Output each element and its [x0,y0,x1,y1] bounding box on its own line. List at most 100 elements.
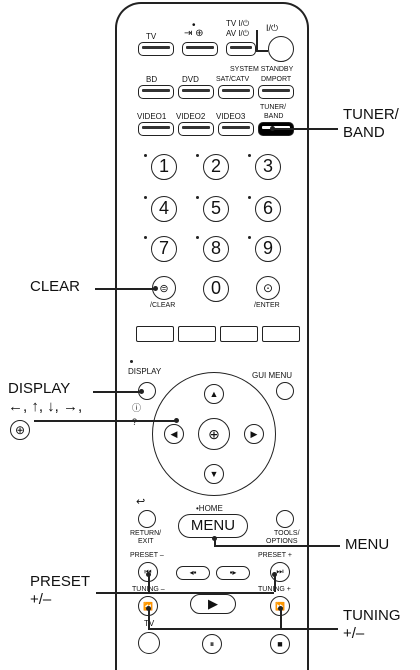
dmport-button[interactable] [258,85,294,99]
numpad-key-9[interactable]: 9 [255,236,281,262]
enter-icon: ⊙ [262,281,274,295]
pause-icon: ⏸ [209,638,215,649]
play-button[interactable]: ▶ [190,594,236,614]
forward-step-button[interactable]: ▪▸ [216,566,250,580]
tools-label-line1: TOOLS/ [274,530,300,537]
tv-button-label: TV [146,32,157,41]
video2-label: VIDEO2 [176,112,206,121]
skip-forward-icon: ⏭ [276,567,284,576]
clear-icon: ⊜ [159,282,169,295]
power-label: I/⏻ [266,23,279,33]
left-button[interactable]: ◀ [164,424,184,444]
return-icon: ↩ [136,496,146,508]
numpad-key-2[interactable]: 2 [203,154,229,180]
callout-line-clear [95,288,155,290]
callout-preset-line1: PRESET [30,573,91,590]
av-power-label: AV I/⏻ [226,29,250,38]
callout-display: DISPLAY [8,380,71,397]
rewind-step-button[interactable]: ◂▪ [176,566,210,580]
help-icon: ? [132,417,138,427]
return-button[interactable] [138,510,156,528]
video1-button[interactable] [138,122,174,136]
left-arrow-icon: ◀ [170,428,178,439]
enter-label: /ENTER [254,302,280,309]
tv-mode-button[interactable] [138,632,160,654]
down-arrow-icon: ▼ [209,469,219,479]
numpad-key-0[interactable]: 0 [203,276,229,302]
blue-color-button[interactable] [262,326,300,342]
up-arrow-icon: ▲ [209,389,219,399]
callout-tuner-band-line2: BAND [343,124,385,141]
callout-line-arrows [34,420,176,422]
enter-center-button[interactable]: ⊕ [198,418,230,450]
video3-button[interactable] [218,122,254,136]
down-button[interactable]: ▼ [204,464,224,484]
callout-line-preset [96,592,274,594]
tools-label-line2: OPTIONS [266,538,298,545]
callout-tuner-band-line1: TUNER/ [343,106,399,123]
bd-label: BD [146,75,158,84]
callout-tuning-line2: +/– [343,625,365,642]
preset-minus-label: PRESET – [130,552,164,559]
callout-preset-line2: +/– [30,591,52,608]
callout-line-menu [214,545,340,547]
numpad-key-6[interactable]: 6 [255,196,281,222]
gui-menu-button[interactable] [276,382,294,400]
numpad-key-3[interactable]: 3 [255,154,281,180]
red-color-button[interactable] [136,326,174,342]
dvd-button[interactable] [178,85,214,99]
numpad-key-5[interactable]: 5 [203,196,229,222]
sat-catv-label: SAT/CATV [216,76,250,83]
stop-button[interactable]: ■ [270,634,290,654]
step-back-icon: ◂▪ [189,568,197,577]
right-arrow-icon: ▶ [250,428,258,439]
tv-av-power-button[interactable] [226,42,256,56]
enter-button[interactable]: ⊙ [256,276,280,300]
callout-line-tuning [148,628,338,630]
home-label: •HOME [196,504,223,513]
tv-power-label: TV I/⏻ [226,19,250,28]
callout-enter-icon: ⊕ [10,420,30,440]
tuner-band-label-top: TUNER/ [260,104,287,111]
numpad-key-8[interactable]: 8 [203,236,229,262]
stop-icon: ■ [277,639,283,649]
preset-plus-label: PRESET + [258,552,292,559]
play-icon: ▶ [208,596,218,611]
callout-menu: MENU [345,536,390,553]
enter-center-icon: ⊕ [208,425,220,442]
sat-catv-button[interactable] [218,85,254,99]
callout-line-tuner-band [272,128,338,130]
dmport-label: DMPORT [261,76,292,83]
pause-button[interactable]: ⏸ [202,634,222,654]
video1-label: VIDEO1 [137,112,167,121]
input-select-icon: •⇥ ⊕ [184,20,204,39]
menu-button[interactable]: MENU [178,514,248,538]
numpad-key-7[interactable]: 7 [151,236,177,262]
step-forward-icon: ▪▸ [229,568,237,577]
display-label: DISPLAY [128,367,162,376]
video2-button[interactable] [178,122,214,136]
tools-button[interactable] [276,510,294,528]
right-button[interactable]: ▶ [244,424,264,444]
green-color-button[interactable] [178,326,216,342]
tv-button[interactable] [138,42,174,56]
clear-label: /CLEAR [150,302,176,309]
gui-menu-label: GUI MENU [252,371,292,380]
video3-label: VIDEO3 [216,112,246,121]
system-standby-label: SYSTEM STANDBY [230,66,294,73]
numpad-key-1[interactable]: 1 [151,154,177,180]
input-select-button[interactable] [182,42,218,56]
up-button[interactable]: ▲ [204,384,224,404]
callout-tuning-line1: TUNING [343,607,401,624]
callout-arrows: ←, ↑, ↓, →, [8,398,83,415]
numpad-key-4[interactable]: 4 [151,196,177,222]
return-label-line1: RETURN/ [130,530,162,537]
skip-back-icon: ⏮ [144,567,151,577]
power-button[interactable] [268,36,294,62]
return-label-line2: EXIT [138,538,154,545]
callout-clear: CLEAR [30,278,81,295]
bd-button[interactable] [138,85,174,99]
yellow-color-button[interactable] [220,326,258,342]
dvd-label: DVD [182,75,199,84]
